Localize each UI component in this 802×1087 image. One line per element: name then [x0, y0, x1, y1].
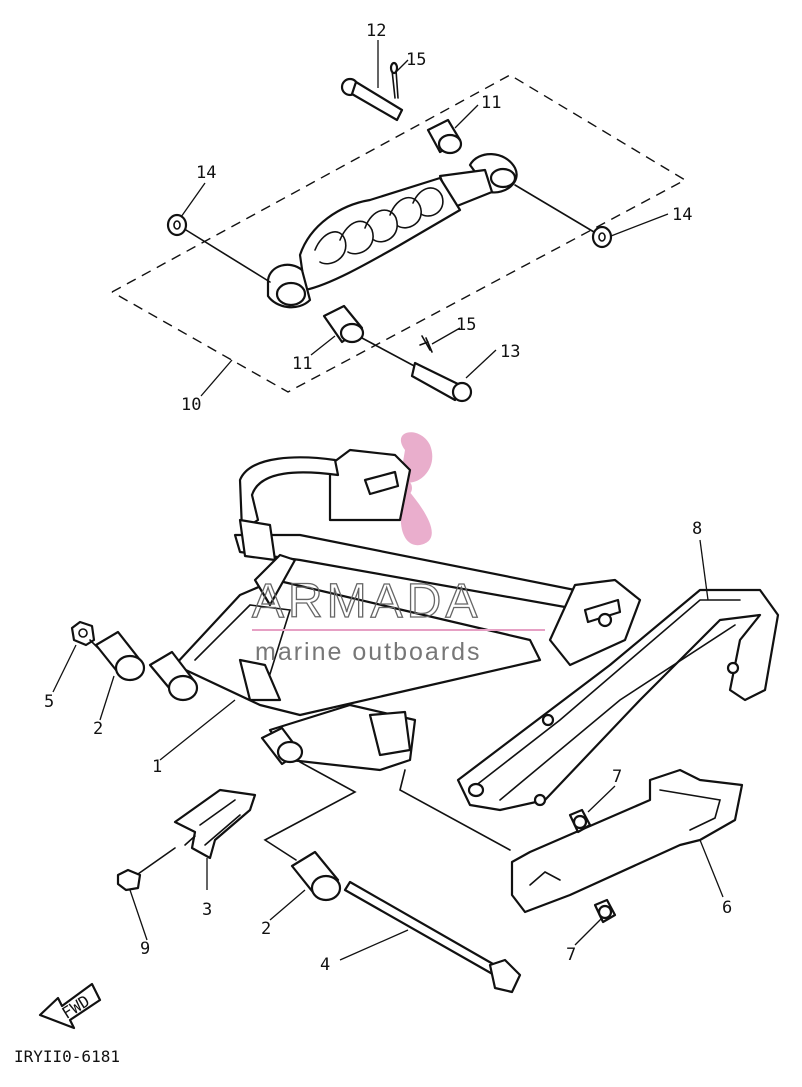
lower-shock-pin — [410, 361, 473, 403]
assembly-lines — [89, 639, 511, 861]
callout-4: 4 — [320, 955, 330, 975]
callout-7-lower: 7 — [566, 945, 576, 965]
diagram-code: IRYII0-6181 — [14, 1047, 120, 1066]
bracket — [173, 788, 257, 860]
callout-labels: 12 15 11 14 14 11 15 13 10 8 5 2 1 7 3 6… — [44, 21, 732, 975]
forward-arrow-icon: FWD — [38, 982, 102, 1030]
callout-14-right: 14 — [672, 205, 692, 225]
callout-10: 10 — [181, 395, 201, 415]
callout-15-upper: 15 — [406, 50, 426, 70]
rear-swing-arm — [148, 448, 642, 772]
pivot-nut — [70, 620, 96, 647]
lower-shock-bushing — [322, 304, 365, 344]
upper-shock-bolt — [340, 77, 404, 122]
callout-14-left: 14 — [196, 163, 216, 183]
callout-15-lower: 15 — [456, 315, 476, 335]
callout-6: 6 — [722, 898, 732, 918]
callout-7-upper: 7 — [612, 767, 622, 787]
callout-8: 8 — [692, 519, 702, 539]
callout-2-lower: 2 — [261, 919, 271, 939]
callout-1: 1 — [152, 757, 162, 777]
upper-shock-bushing — [426, 118, 463, 155]
pivot-bushing-lower — [290, 850, 342, 902]
upper-cotter-pin — [389, 61, 399, 99]
callout-3: 3 — [202, 900, 212, 920]
chain-guard-bolt — [593, 898, 617, 924]
callout-13: 13 — [500, 342, 520, 362]
chain-case — [456, 588, 780, 812]
callout-9: 9 — [140, 939, 150, 959]
watermark: ARMADA marine outboards — [251, 574, 545, 666]
shock-spring — [298, 176, 462, 292]
leader-lines — [52, 40, 724, 961]
pivot-shaft — [343, 880, 522, 994]
callout-11-lower: 11 — [292, 354, 312, 374]
chain-guard — [510, 768, 744, 914]
right-washer — [591, 225, 613, 249]
callout-2-upper: 2 — [93, 719, 103, 739]
rear-shock-absorber — [266, 153, 518, 309]
callout-12: 12 — [366, 21, 386, 41]
chain-case-bolt — [568, 808, 592, 834]
bracket-screw — [116, 847, 176, 892]
watermark-brand: ARMADA — [252, 575, 481, 628]
upper-left-washer — [166, 213, 188, 237]
callout-5: 5 — [44, 692, 54, 712]
watermark-tagline: marine outboards — [255, 638, 482, 666]
shock-assembly-outline — [111, 74, 687, 393]
lower-cotter-pin — [419, 335, 433, 353]
callout-11-upper: 11 — [481, 93, 501, 113]
pivot-bushing-left — [94, 630, 146, 682]
